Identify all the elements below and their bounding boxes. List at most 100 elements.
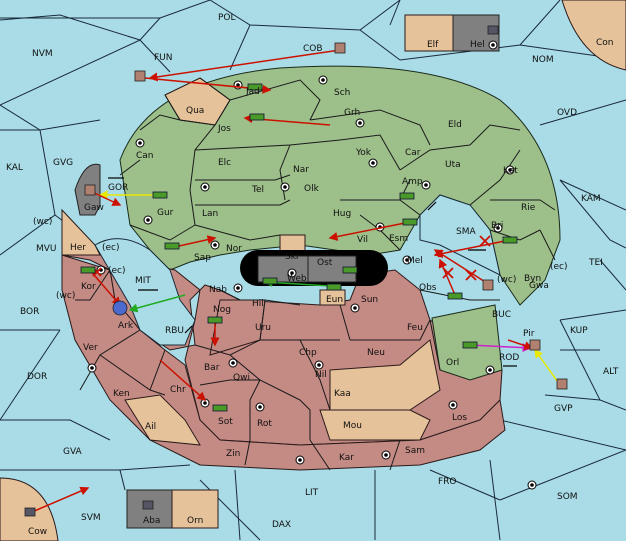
- label-los: Los: [452, 413, 467, 423]
- fleet-grey: [487, 25, 499, 35]
- label-zin: Zin: [226, 449, 240, 459]
- label-web: Web: [287, 274, 307, 284]
- fleet: [334, 42, 346, 54]
- label-gvp: GVP: [554, 404, 573, 414]
- label-rot: Rot: [257, 419, 272, 429]
- label-buc: BUC: [492, 310, 511, 320]
- fleet-grey: [142, 500, 154, 510]
- label-gvg: GVG: [53, 158, 73, 168]
- army-green: [164, 242, 180, 250]
- label-ec1: (ec): [102, 243, 120, 253]
- label-svm: SVM: [81, 513, 101, 523]
- label-can: Can: [136, 151, 154, 161]
- label-sma: SMA: [456, 227, 476, 237]
- province-ail[interactable]: [124, 394, 201, 446]
- dislodged-unit: [112, 300, 128, 316]
- sea-mit[interactable]: [94, 238, 196, 346]
- fleet: [134, 70, 146, 82]
- fleet: [529, 339, 541, 351]
- label-obs: Obs: [419, 283, 437, 293]
- army-green: [462, 341, 478, 349]
- label-mel: Mel: [407, 256, 423, 266]
- label-ail: Ail: [145, 422, 156, 432]
- label-amp: Amp: [402, 177, 423, 187]
- label-mvu: MVU: [36, 244, 57, 254]
- army-green: [447, 292, 463, 300]
- label-fro: FRO: [438, 477, 457, 487]
- move-arrows: [31, 49, 561, 513]
- label-tei: TEI: [588, 258, 603, 268]
- label-sot: Sot: [218, 417, 233, 427]
- army-green: [402, 218, 418, 226]
- label-ark: Ark: [118, 321, 134, 331]
- province-her[interactable]: [61, 208, 101, 256]
- label-nar: Nar: [293, 165, 309, 175]
- label-wc3: (wc): [56, 291, 75, 301]
- label-chr: Chr: [170, 385, 186, 395]
- label-mit: MIT: [135, 276, 151, 286]
- province-labels: POL NVM FUN COB NOM Con Elf Hel OVD Jad …: [6, 13, 619, 537]
- army-green: [80, 266, 96, 274]
- label-eun: Eun: [326, 295, 343, 305]
- label-nor: Nor: [226, 244, 242, 254]
- label-qua: Qua: [186, 106, 204, 116]
- label-sam: Sam: [405, 446, 425, 456]
- fleet: [556, 378, 568, 390]
- label-nab: Nab: [209, 285, 227, 295]
- label-gva: GVA: [63, 447, 83, 457]
- sea-sma[interactable]: [419, 194, 501, 276]
- supply-centers: [87, 40, 537, 490]
- label-cow: Cow: [28, 527, 47, 537]
- label-kal: KAL: [6, 163, 23, 173]
- label-kar: Kar: [339, 453, 354, 463]
- army-green: [207, 316, 223, 324]
- label-kat: Kat: [503, 166, 518, 176]
- label-aba: Aba: [143, 516, 160, 526]
- label-ec2: (ec): [550, 262, 568, 272]
- label-gwa: Gwa: [529, 281, 549, 291]
- label-sap: Sap: [194, 253, 211, 263]
- label-neu: Neu: [367, 348, 385, 358]
- label-feu: Feu: [407, 323, 423, 333]
- province-orn[interactable]: [171, 489, 219, 529]
- label-alt: ALT: [603, 367, 619, 377]
- label-mou: Mou: [343, 421, 362, 431]
- label-ken: Ken: [113, 389, 130, 399]
- province-con[interactable]: [561, 0, 626, 71]
- label-esm: Esm: [389, 234, 408, 244]
- label-elf: Elf: [427, 40, 439, 50]
- label-lit: LIT: [305, 488, 319, 498]
- label-ec3: (ec): [108, 266, 126, 276]
- label-rod: ROD: [499, 353, 519, 363]
- label-bri: Bri: [491, 221, 503, 231]
- army-green: [247, 83, 263, 91]
- label-hil: Hil: [252, 299, 264, 309]
- label-gaw: Gaw: [84, 203, 104, 213]
- label-eld: Eld: [448, 120, 462, 130]
- army-green: [399, 192, 415, 200]
- label-vil: Vil: [357, 235, 368, 245]
- label-nom: NOM: [532, 55, 554, 65]
- label-her: Her: [70, 243, 86, 253]
- label-ver: Ver: [83, 343, 98, 353]
- label-grh: Grh: [344, 108, 360, 118]
- label-chp: Chp: [299, 348, 317, 358]
- label-kam: KAM: [581, 194, 601, 204]
- label-pir: Pir: [523, 329, 535, 339]
- province-elf[interactable]: [404, 14, 454, 52]
- label-gur: Gur: [157, 208, 174, 218]
- label-elc: Elc: [218, 158, 231, 168]
- label-bar: Bar: [204, 363, 220, 373]
- province-mou[interactable]: [319, 409, 431, 441]
- label-lan: Lan: [202, 209, 218, 219]
- label-rbu: RBU: [165, 326, 184, 336]
- label-pol: POL: [218, 13, 236, 23]
- army-green: [249, 113, 265, 121]
- label-orn: Orn: [187, 516, 203, 526]
- army-green: [502, 236, 518, 244]
- label-bor: BOR: [20, 307, 39, 317]
- label-olk: Olk: [304, 184, 320, 194]
- fleet-grey: [24, 507, 36, 517]
- label-cob: COB: [303, 44, 323, 54]
